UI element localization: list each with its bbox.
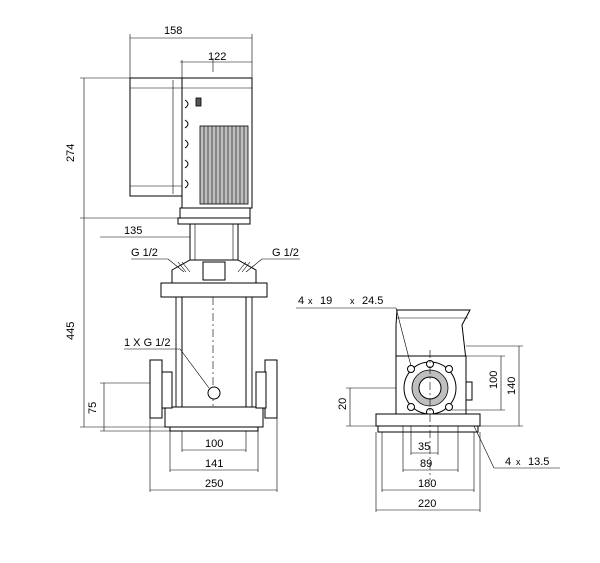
bolt-hole-icon — [407, 365, 415, 373]
dim-right-100-label: 100 — [488, 371, 500, 389]
holes-top-size: 24.5 — [362, 295, 383, 307]
pump-body — [149, 223, 278, 432]
terminal-box — [129, 77, 186, 197]
drain-label: 1 X G 1/2 — [124, 337, 170, 349]
dim-250-label: 250 — [205, 478, 223, 490]
dim-158-label: 158 — [164, 25, 182, 37]
holes-base-times: x — [516, 457, 521, 467]
dim-35-label: 35 — [418, 441, 430, 453]
dim-274-label: 274 — [65, 144, 77, 162]
motor-screw-icon — [195, 97, 202, 107]
side-dimensions: 158 122 274 445 135 75 G 1/2 G 1/2 1 X G… — [65, 25, 300, 492]
drain-plug-icon — [207, 386, 221, 400]
g-half-right-label: G 1/2 — [272, 247, 299, 259]
holes-top-count: 4 — [298, 295, 304, 307]
dim-135-label: 135 — [124, 225, 142, 237]
dim-220-label: 220 — [418, 498, 436, 510]
base-plate — [375, 413, 481, 427]
motor — [129, 77, 253, 225]
g-half-left-label: G 1/2 — [131, 247, 158, 259]
holes-base-diameter: 13.5 — [528, 456, 549, 468]
flange-view — [375, 309, 481, 480]
flange-dimensions: 4 x 19 x 24.5 100 140 20 35 89 — [296, 295, 560, 512]
bolt-hole-icon — [407, 403, 415, 411]
holes-top-times: x — [308, 296, 313, 306]
dim-right-140-label: 140 — [506, 377, 518, 395]
dim-75-label: 75 — [87, 402, 99, 414]
motor-fins — [199, 125, 249, 205]
dim-left-20-label: 20 — [337, 398, 349, 410]
holes-top-diameter: 19 — [320, 295, 332, 307]
bolt-hole-icon — [445, 403, 453, 411]
holes-top-times2: x — [350, 296, 355, 306]
dim-180-label: 180 — [418, 478, 436, 490]
holes-base-count: 4 — [505, 456, 511, 468]
dim-141-label: 141 — [205, 458, 223, 470]
bolt-hole-icon — [445, 365, 453, 373]
inlet-flange — [149, 359, 163, 419]
dim-100-label: 100 — [205, 438, 223, 450]
dim-89-label: 89 — [420, 458, 432, 470]
dim-122-label: 122 — [208, 51, 226, 63]
outlet-flange — [264, 359, 278, 419]
dim-445-label: 445 — [65, 322, 77, 340]
